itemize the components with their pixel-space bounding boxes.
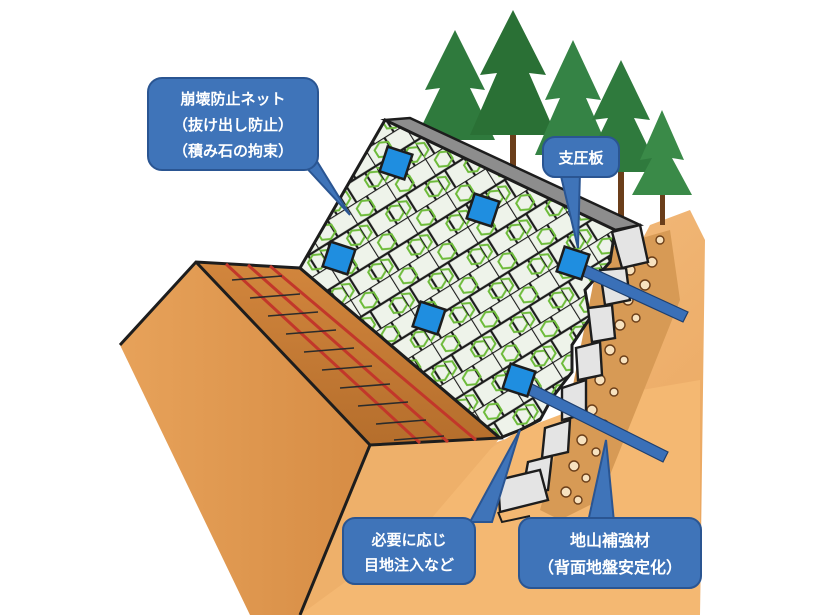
embankment-bars: [224, 262, 477, 445]
embankment-front: [120, 262, 370, 615]
callout-reinforce: 地山補強材 （背面地盤安定化）: [518, 439, 702, 589]
callout-grout-line-2: 目地注入など: [364, 556, 454, 574]
callout-net-line-1: 崩壊防止ネット: [180, 90, 285, 108]
callout-plate-label: 支圧板: [557, 149, 604, 167]
callout-plate: 支圧板: [542, 136, 620, 249]
embankment-hatching: [231, 275, 445, 441]
callout-net-line-3: （積み石の拘束）: [173, 142, 293, 160]
callout-net: 崩壊防止ネット （抜け出し防止） （積み石の拘束）: [147, 77, 351, 216]
callout-grout-line-1: 必要に応じ: [370, 531, 446, 549]
bearing-plates: [321, 145, 591, 398]
callout-grout: 必要に応じ 目地注入など: [342, 429, 521, 585]
callout-reinforce-line-1: 地山補強材: [570, 531, 650, 550]
callout-net-line-2: （抜け出し防止）: [173, 116, 293, 134]
callout-reinforce-line-2: （背面地盤安定化）: [538, 558, 682, 577]
